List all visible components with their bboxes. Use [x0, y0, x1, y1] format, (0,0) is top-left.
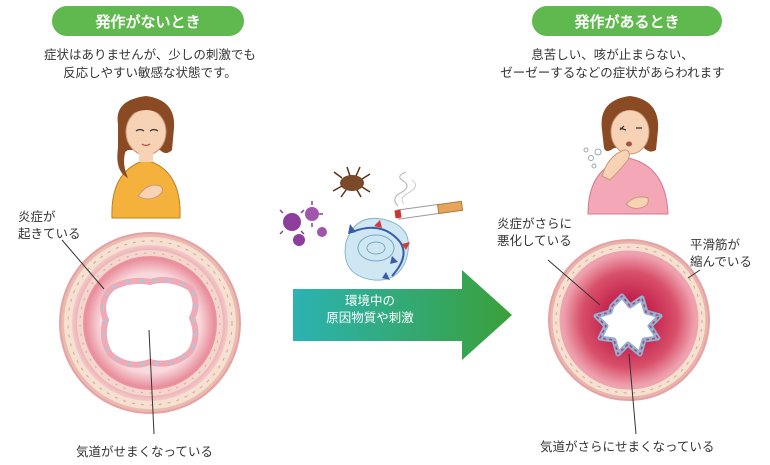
label-airway-narrowed: 気道がせまくなっている [76, 443, 213, 460]
label-smooth-muscle-line1: 平滑筋が [690, 236, 752, 253]
label-smooth-muscle-line2: 縮んでいる [690, 253, 752, 270]
weather-front-icon [345, 218, 410, 280]
label-inflammation-worse: 炎症がさらに 悪化している [497, 215, 572, 249]
dust-mite-icon [333, 167, 370, 197]
virus-icon [280, 201, 327, 246]
label-inflammation-line1: 炎症が [18, 208, 81, 225]
woman-coughing-illustration [584, 96, 668, 214]
arrow-label-line1: 環境中の [300, 292, 440, 309]
arrow-label: 環境中の 原因物質や刺激 [300, 292, 440, 326]
airway-normal-cross-section [60, 233, 240, 413]
cigarette-icon [394, 172, 462, 219]
label-inflammation-worse-line2: 悪化している [497, 232, 572, 249]
airway-constricted-cross-section [549, 240, 709, 400]
label-inflammation-line2: 起きている [18, 225, 81, 242]
woman-calm-illustration [112, 96, 180, 218]
label-airway-more-narrowed: 気道がさらにせまくなっている [540, 438, 714, 455]
label-inflammation: 炎症が 起きている [18, 208, 81, 242]
label-inflammation-worse-line1: 炎症がさらに [497, 215, 572, 232]
arrow-label-line2: 原因物質や刺激 [300, 309, 440, 326]
label-smooth-muscle: 平滑筋が 縮んでいる [690, 236, 752, 270]
